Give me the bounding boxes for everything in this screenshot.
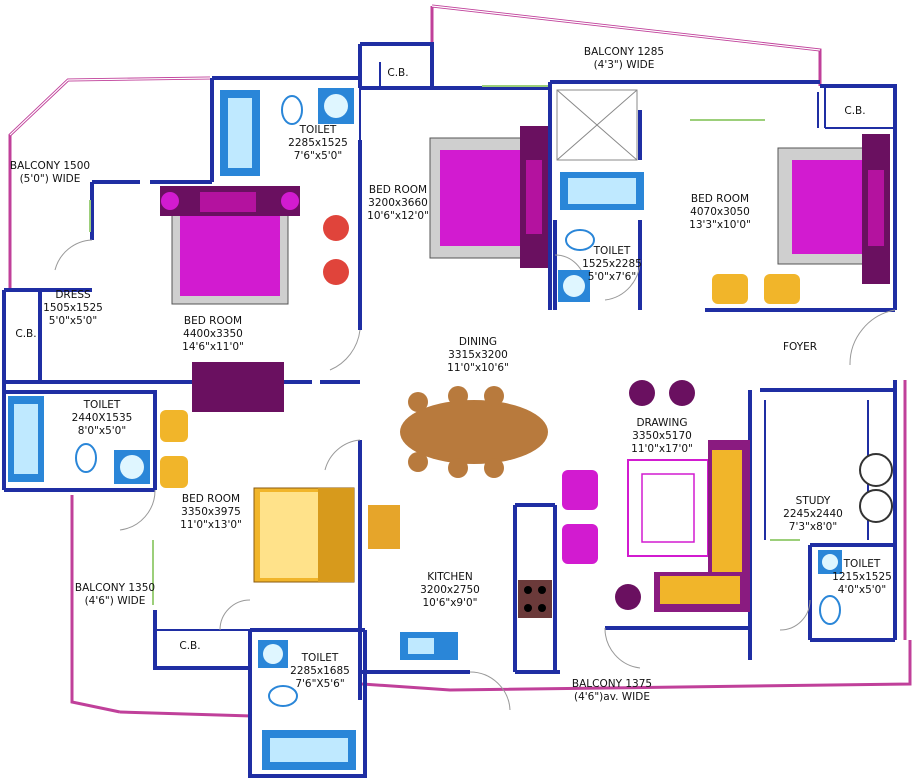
sofa-set (627, 440, 750, 612)
kitchen-stove (518, 580, 552, 618)
dining-table (400, 386, 548, 478)
wardrobe (192, 362, 284, 412)
beds (160, 126, 890, 583)
walls (2, 42, 897, 778)
label-balcony-lower-left: BALCONY 1350(4'6") WIDE (74, 582, 156, 607)
label-cb-right: C.B. (844, 105, 866, 117)
label-foyer: FOYER (782, 341, 818, 353)
label-balcony-top: BALCONY 1285(4'3") WIDE (583, 46, 665, 71)
label-cb-top: C.B. (387, 67, 409, 79)
chairs (160, 215, 893, 610)
label-cb-lower: C.B. (179, 640, 201, 652)
label-balcony-bottom: BALCONY 1375(4'6")av. WIDE (571, 678, 653, 703)
label-cb-left: C.B. (15, 328, 37, 340)
bath-fixtures (8, 88, 842, 770)
shaft (556, 89, 638, 161)
label-balcony-left: BALCONY 1500(5'0") WIDE (9, 160, 91, 185)
